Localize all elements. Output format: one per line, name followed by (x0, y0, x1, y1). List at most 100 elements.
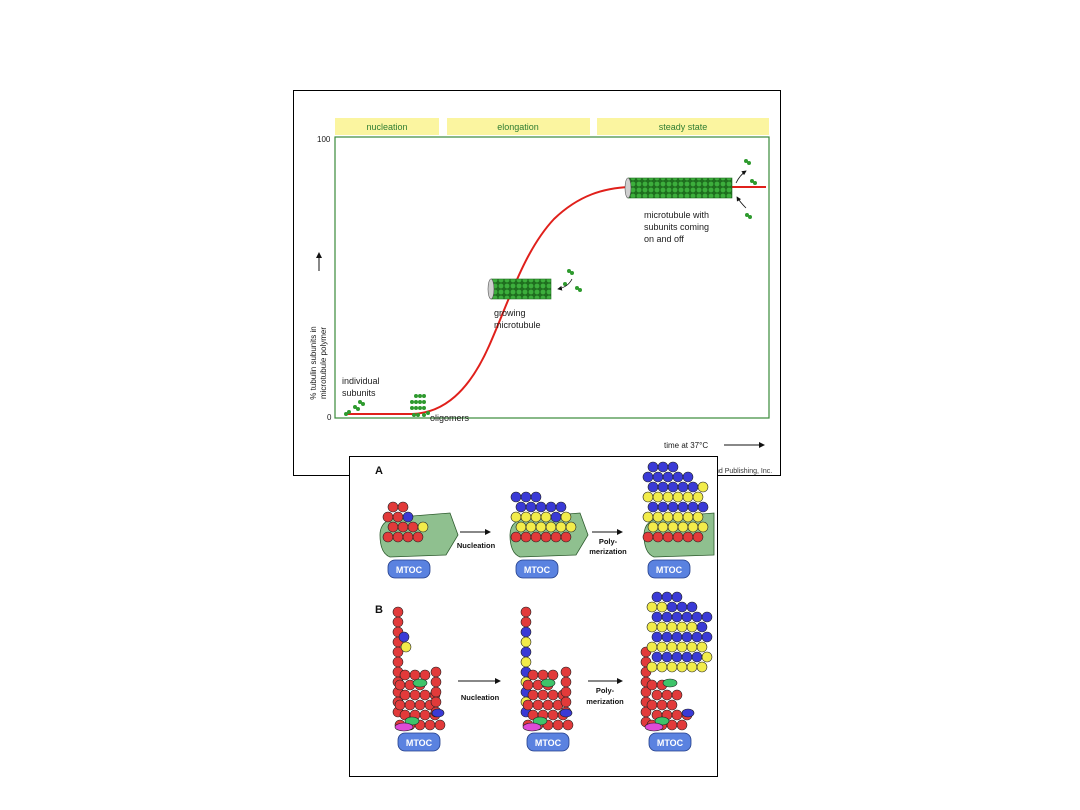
accessory-protein (522, 722, 542, 732)
tubulin-subunit (642, 491, 654, 503)
tubulin-subunit (560, 676, 572, 688)
tubulin-subunit (392, 656, 404, 668)
tubulin-subunit (562, 719, 574, 731)
tubulin-subunit (671, 689, 683, 701)
individual-subunits-label-2: subunits (342, 388, 376, 398)
tubulin-subunit (671, 591, 683, 603)
tubulin-subunit (515, 521, 527, 533)
tubulin-subunit (382, 511, 394, 523)
tubulin-subunit (671, 631, 683, 643)
tubulin-subunit (662, 511, 674, 523)
mtoc-box (647, 559, 691, 579)
tubulin-subunit (656, 641, 668, 653)
tubulin-subunit (542, 699, 554, 711)
tubulin-subunit (677, 521, 689, 533)
tubulin-subunit (535, 521, 547, 533)
tubulin-subunit (552, 719, 564, 731)
tubulin-subunit (400, 641, 412, 653)
tubulin-subunit (686, 601, 698, 613)
mtoc-label: MTOC (656, 565, 683, 575)
mtoc-box (387, 559, 431, 579)
plot-frame (334, 136, 770, 419)
tubulin-subunit (657, 501, 669, 513)
tubulin-subunit (419, 709, 431, 721)
tubulin-subunit (419, 689, 431, 701)
tubulin-subunit (656, 661, 668, 673)
phase-label-steady-state: steady state (659, 122, 708, 132)
tubulin-subunit (392, 531, 404, 543)
tubulin-subunit (402, 511, 414, 523)
tubulin-subunit (510, 511, 522, 523)
tubulin-subunit (652, 491, 664, 503)
tubulin-subunit (520, 511, 532, 523)
y-axis-label-line2: microtubule polymer (319, 327, 328, 399)
tubulin-subunit (527, 669, 539, 681)
tubulin-subunit (652, 471, 664, 483)
tubulin-subunit (672, 471, 684, 483)
tubulin-subunit (522, 679, 534, 691)
mtoc-box (648, 732, 692, 752)
mtoc-box (397, 732, 441, 752)
tubulin-subunit (652, 511, 664, 523)
mtoc-label: MTOC (524, 565, 551, 575)
tubulin-subunit (409, 689, 421, 701)
accessory-protein (644, 722, 664, 732)
accessory-protein (412, 678, 428, 688)
tubulin-subunit (661, 591, 673, 603)
tubulin-subunit (430, 696, 442, 708)
tubulin-subunit (392, 511, 404, 523)
tubulin-subunit (687, 501, 699, 513)
tubulin-subunit (545, 501, 557, 513)
tubulin-subunit (682, 471, 694, 483)
tubulin-subunit (387, 521, 399, 533)
panel-b-label: B (375, 604, 383, 616)
tubulin-subunit (382, 531, 394, 543)
steady-state-microtubule-icon (624, 159, 757, 219)
tubulin-subunit (550, 511, 562, 523)
tubulin-subunit (642, 511, 654, 523)
phase-label-elongation: elongation (497, 122, 539, 132)
panel-a-label: A (375, 465, 383, 477)
tubulin-subunit (520, 626, 532, 638)
tubulin-subunit (656, 699, 668, 711)
tubulin-subunit (676, 719, 688, 731)
tubulin-subunit (686, 621, 698, 633)
tubulin-subunit (662, 491, 674, 503)
tubulin-subunit (412, 531, 424, 543)
tubulin-subunit (667, 501, 679, 513)
tubulin-subunit (646, 679, 658, 691)
tubulin-subunit (560, 666, 572, 678)
tubulin-subunit (651, 689, 663, 701)
tubulin-subunit (697, 521, 709, 533)
tubulin-subunit (545, 521, 557, 533)
growing-microtubule-label-1: growing (494, 308, 526, 318)
accessory-protein (540, 678, 556, 688)
tubulin-subunit (697, 481, 709, 493)
tubulin-subunit (692, 511, 704, 523)
tubulin-subunit (686, 641, 698, 653)
accessory-protein (662, 678, 678, 688)
polymerization-label-a-1: Poly- (599, 537, 618, 546)
tubulin-subunit (560, 686, 572, 698)
tubulin-subunit (547, 669, 559, 681)
tubulin-subunit (397, 501, 409, 513)
tubulin-subunit (646, 601, 658, 613)
tubulin-subunit (647, 481, 659, 493)
tubulin-subunit (691, 651, 703, 663)
tubulin-subunit (656, 601, 668, 613)
tubulin-subunit (692, 531, 704, 543)
accessory-protein (559, 708, 573, 718)
tubulin-subunit (662, 471, 674, 483)
tubulin-subunit (681, 651, 693, 663)
tubulin-subunit (666, 661, 678, 673)
mtoc-label: MTOC (657, 738, 684, 748)
tubulin-subunit (532, 699, 544, 711)
tubulin-subunit (666, 699, 678, 711)
steady-state-label-1: microtubule with (644, 210, 709, 220)
tubulin-subunit (676, 641, 688, 653)
tubulin-subunit (647, 501, 659, 513)
tubulin-subunit (565, 521, 577, 533)
tubulin-subunit (510, 531, 522, 543)
tubulin-subunit (417, 521, 429, 533)
tubulin-subunit (647, 461, 659, 473)
